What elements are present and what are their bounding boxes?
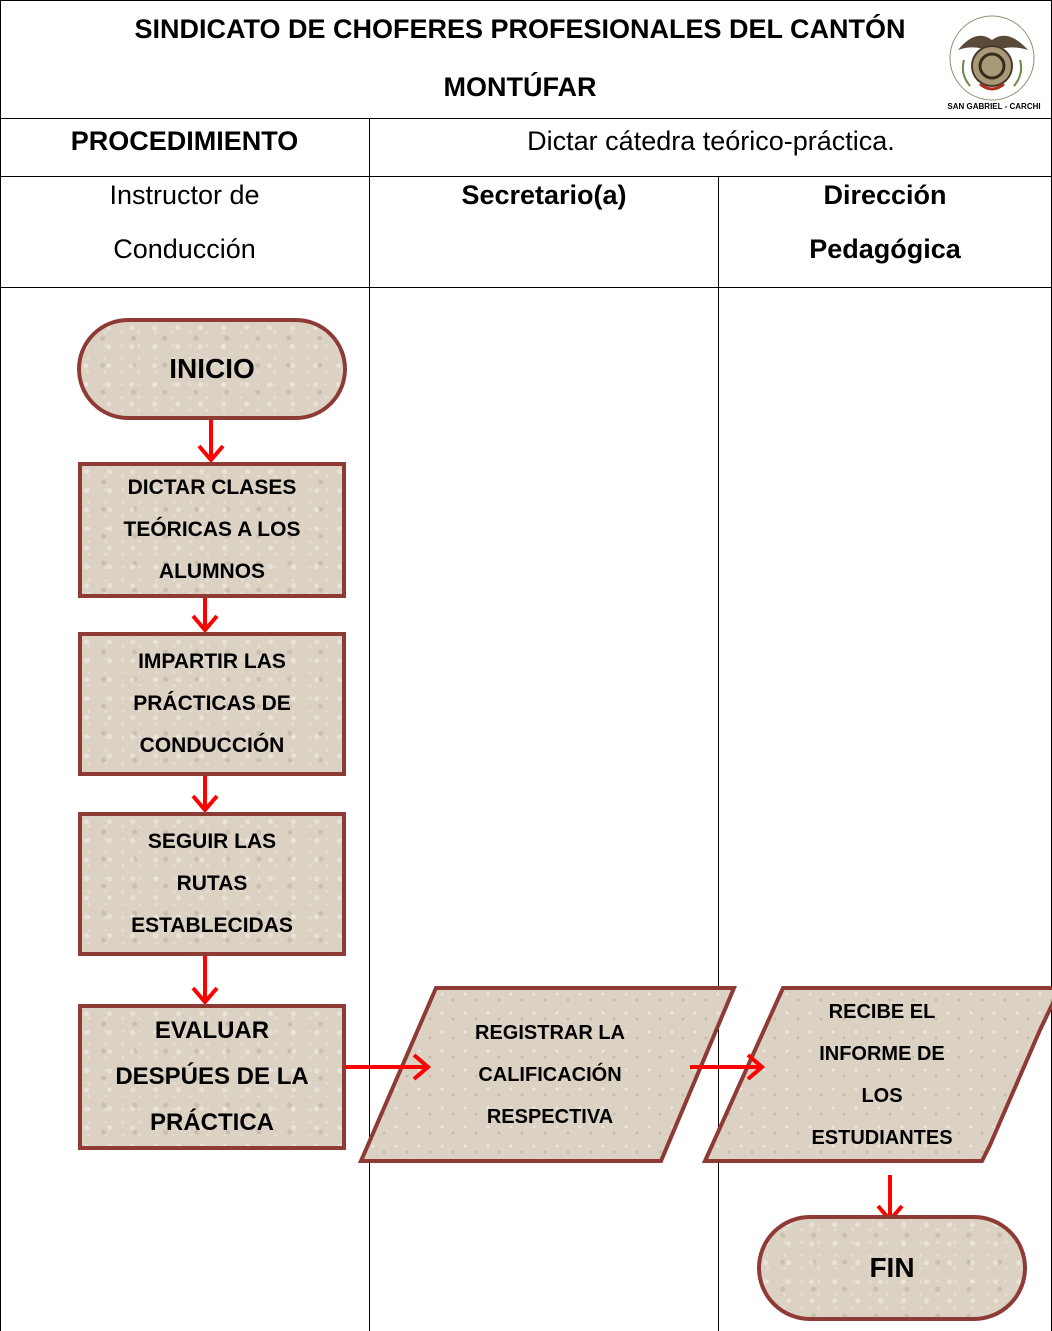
process-follow-routes: SEGUIR LAS RUTAS ESTABLECIDAS (78, 812, 346, 956)
step6-line1: RECIBE EL (828, 1001, 936, 1023)
step2-line3: CONDUCCIÓN (139, 734, 285, 757)
step3-line3: ESTABLECIDAS (131, 914, 293, 937)
step3-line1: SEGUIR LAS (147, 830, 277, 853)
step1-line2: TEÓRICAS A LOS (123, 518, 301, 541)
step5-line3: RESPECTIVA (486, 1106, 614, 1128)
arrow-step2-to-step3 (191, 776, 219, 814)
lane-header-instructor: Instructor de Conducción (0, 168, 369, 276)
arrow-step3-to-step4 (191, 956, 219, 1006)
emblem-caption: SAN GABRIEL - CARCHI (947, 102, 1041, 111)
procedure-value: Dictar cátedra teórico-práctica. (527, 126, 895, 156)
step5-line2: CALIFICACIÓN (478, 1064, 622, 1086)
step1-line3: ALUMNOS (158, 560, 266, 583)
title-line-2: MONTÚFAR (443, 72, 597, 102)
procedure-label: PROCEDIMIENTO (70, 126, 299, 156)
table-border-left (0, 0, 1, 1331)
end-label: FIN (869, 1252, 915, 1283)
union-emblem-logo: SAN GABRIEL - CARCHI (940, 10, 1048, 114)
step4-line1: EVALUAR (154, 1017, 270, 1044)
table-border-top (0, 0, 1052, 1)
arrow-step5-to-step6 (690, 1053, 766, 1081)
step4-line3: PRÁCTICA (150, 1109, 274, 1136)
lane-divider-2 (718, 176, 719, 1331)
lane-header-instructor-line2: Conducción (113, 234, 256, 264)
step2-line2: PRÁCTICAS DE (133, 692, 291, 715)
arrow-start-to-step1 (197, 420, 225, 464)
step6-line2: INFORME DE (819, 1043, 945, 1065)
end-terminator: FIN (757, 1215, 1027, 1321)
step4-line2: DESPÚES DE LA (115, 1063, 309, 1090)
page-title: SINDICATO DE CHOFERES PROFESIONALES DEL … (0, 0, 1040, 116)
step5-line1: REGISTRAR LA (475, 1022, 625, 1044)
parallelogram-receive-report (701, 986, 1052, 1163)
table-divider-header (0, 118, 1052, 119)
step3-line2: RUTAS (176, 872, 248, 895)
register-grade-text: REGISTRAR LA CALIFICACIÓN RESPECTIVA (440, 1012, 660, 1138)
start-terminator: INICIO (77, 318, 347, 420)
arrow-step6-to-end (876, 1175, 904, 1224)
lane-header-direction-line1: Dirección (823, 180, 947, 210)
step1-line1: DICTAR CLASES (127, 476, 297, 499)
start-label: INICIO (169, 353, 255, 384)
step2-line1: IMPARTIR LAS (138, 650, 286, 673)
lane-divider-1 (369, 118, 370, 1331)
step6-line3: LOS (861, 1085, 903, 1107)
table-divider-lanes (0, 287, 1052, 288)
lane-header-direction-line2: Pedagógica (809, 234, 961, 264)
lane-header-secretary: Secretario(a) (370, 168, 718, 222)
lane-header-direction: Dirección Pedagógica (719, 168, 1051, 276)
arrow-step1-to-step2 (191, 598, 219, 634)
lane-header-instructor-line1: Instructor de (109, 180, 260, 210)
process-dictate-theory: DICTAR CLASES TEÓRICAS A LOS ALUMNOS (78, 462, 346, 598)
step6-line4: ESTUDIANTES (811, 1127, 953, 1149)
receive-report-text: RECIBE EL INFORME DE LOS ESTUDIANTES (770, 1000, 994, 1150)
parallelogram-register-grade (357, 986, 738, 1163)
process-driving-practice: IMPARTIR LAS PRÁCTICAS DE CONDUCCIÓN (78, 632, 346, 776)
process-evaluate-practice: EVALUAR DESPÚES DE LA PRÁCTICA (78, 1004, 346, 1150)
lane-header-secretary-line1: Secretario(a) (461, 180, 627, 210)
title-line-1: SINDICATO DE CHOFERES PROFESIONALES DEL … (134, 14, 906, 44)
table-divider-procedure (0, 176, 1052, 177)
arrow-step4-to-step5 (342, 1053, 432, 1081)
